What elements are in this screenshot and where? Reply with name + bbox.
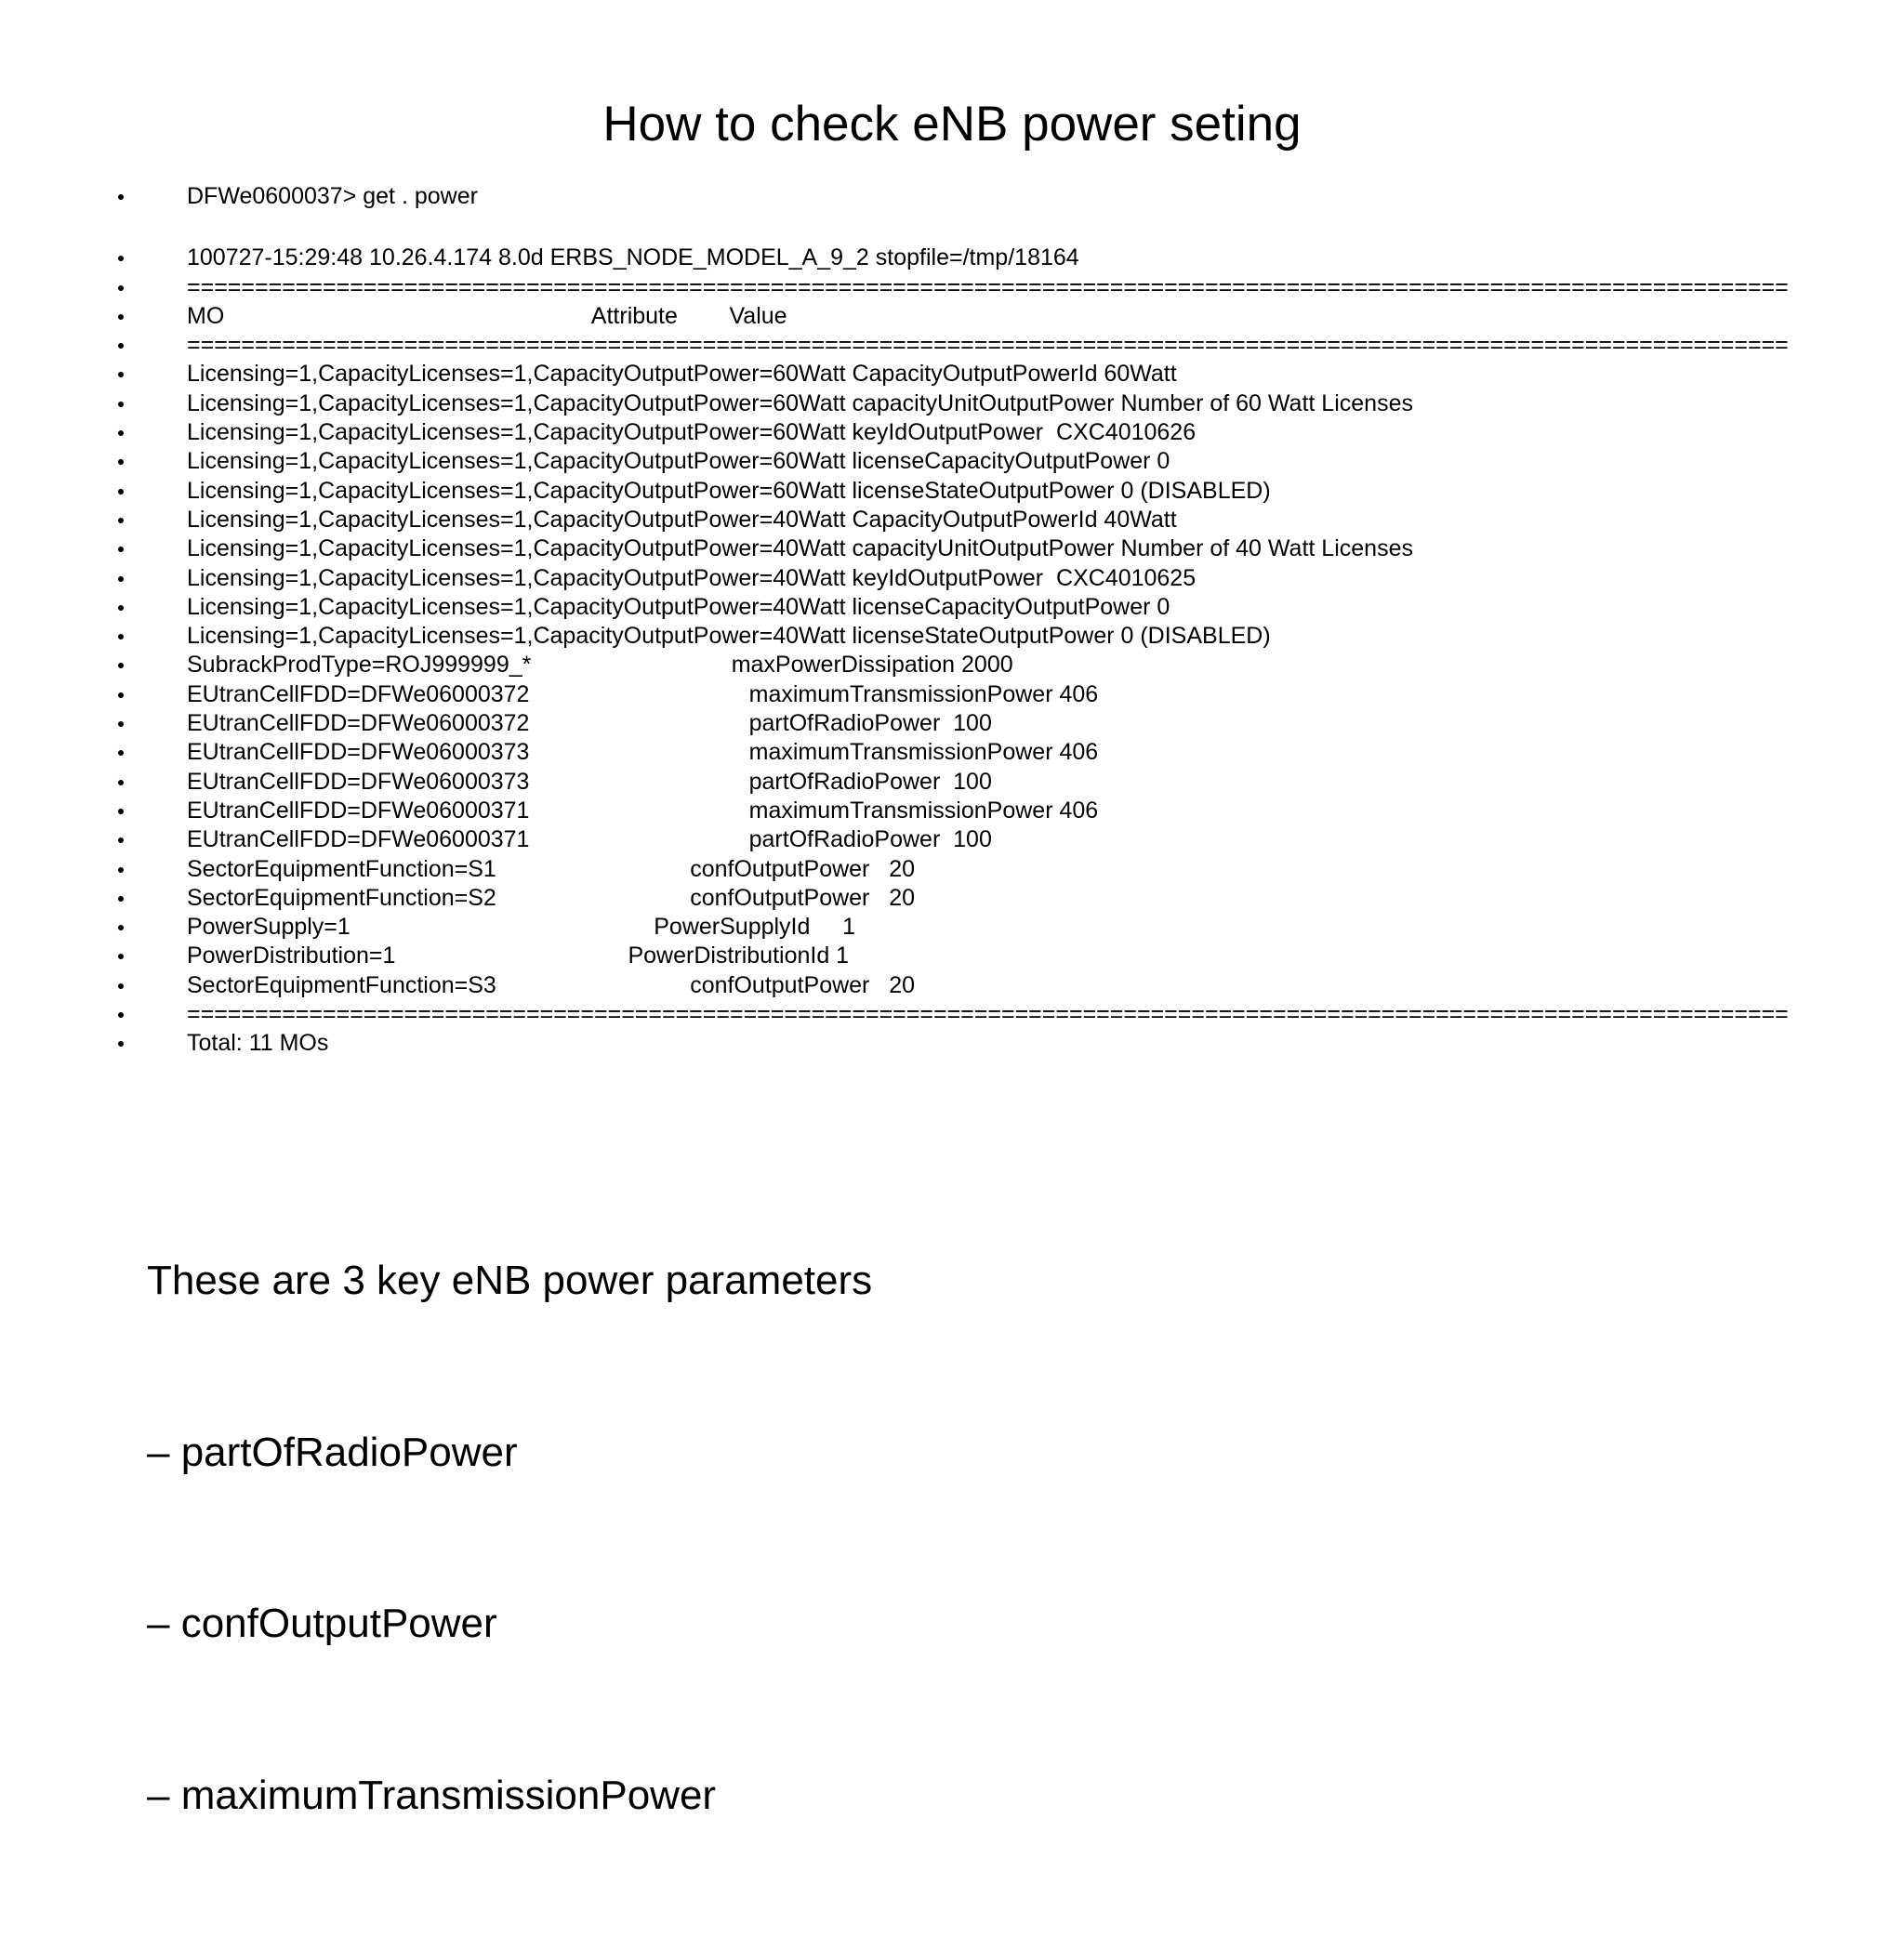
terminal-line: Licensing=1,CapacityLicenses=1,CapacityO… (118, 593, 1860, 622)
terminal-line: 100727-15:29:48 10.26.4.174 8.0d ERBS_NO… (118, 244, 1860, 272)
terminal-line: Licensing=1,CapacityLicenses=1,CapacityO… (118, 534, 1860, 563)
summary-heading: These are 3 key eNB power parameters (147, 1258, 873, 1303)
terminal-line: PowerSupply=1 PowerSupplyId 1 (118, 913, 1860, 942)
terminal-line: Licensing=1,CapacityLicenses=1,CapacityO… (118, 477, 1860, 506)
terminal-line-separator: ========================================… (118, 273, 1860, 302)
terminal-line: Licensing=1,CapacityLicenses=1,CapacityO… (118, 447, 1860, 476)
terminal-line: PowerDistribution=1 PowerDistributionId … (118, 942, 1860, 970)
terminal-line: EUtranCellFDD=DFWe06000373 maximumTransm… (118, 738, 1860, 767)
terminal-line: EUtranCellFDD=DFWe06000373 partOfRadioPo… (118, 768, 1860, 797)
page-title: How to check eNB power seting (602, 97, 1302, 152)
terminal-output: DFWe0600037> get . power 100727-15:29:48… (118, 182, 1860, 1059)
terminal-line: EUtranCellFDD=DFWe06000372 maximumTransm… (118, 680, 1860, 709)
terminal-line-header: MO Attribute Value (118, 302, 1860, 331)
terminal-line: Licensing=1,CapacityLicenses=1,CapacityO… (118, 622, 1860, 651)
terminal-line-separator: ========================================… (118, 1000, 1860, 1029)
terminal-line: Licensing=1,CapacityLicenses=1,CapacityO… (118, 564, 1860, 593)
terminal-line: SubrackProdType=ROJ999999_* maxPowerDiss… (118, 651, 1860, 679)
terminal-line: DFWe0600037> get . power (118, 182, 1860, 211)
terminal-line: SectorEquipmentFunction=S3 confOutputPow… (118, 971, 1860, 1000)
terminal-line: SectorEquipmentFunction=S1 confOutputPow… (118, 855, 1860, 884)
terminal-line: Licensing=1,CapacityLicenses=1,CapacityO… (118, 506, 1860, 534)
blank-line (187, 211, 1860, 244)
terminal-line: SectorEquipmentFunction=S2 confOutputPow… (118, 884, 1860, 913)
terminal-line: Licensing=1,CapacityLicenses=1,CapacityO… (118, 418, 1860, 447)
terminal-line: EUtranCellFDD=DFWe06000371 maximumTransm… (118, 797, 1860, 825)
terminal-line: Licensing=1,CapacityLicenses=1,CapacityO… (118, 389, 1860, 418)
slide-canvas: How to check eNB power seting DFWe060003… (118, 97, 1860, 1818)
terminal-line: EUtranCellFDD=DFWe06000372 partOfRadioPo… (118, 709, 1860, 738)
summary-block: These are 3 key eNB power parameters – p… (147, 1138, 872, 1938)
summary-item: – partOfRadioPower (147, 1429, 518, 1475)
terminal-line: EUtranCellFDD=DFWe06000371 partOfRadioPo… (118, 825, 1860, 854)
terminal-line-total: Total: 11 MOs (118, 1029, 1860, 1058)
terminal-line: Licensing=1,CapacityLicenses=1,CapacityO… (118, 360, 1860, 389)
summary-item: – maximumTransmissionPower (147, 1772, 717, 1818)
summary-item: – confOutputPower (147, 1601, 497, 1646)
terminal-line-separator: ========================================… (118, 331, 1860, 360)
